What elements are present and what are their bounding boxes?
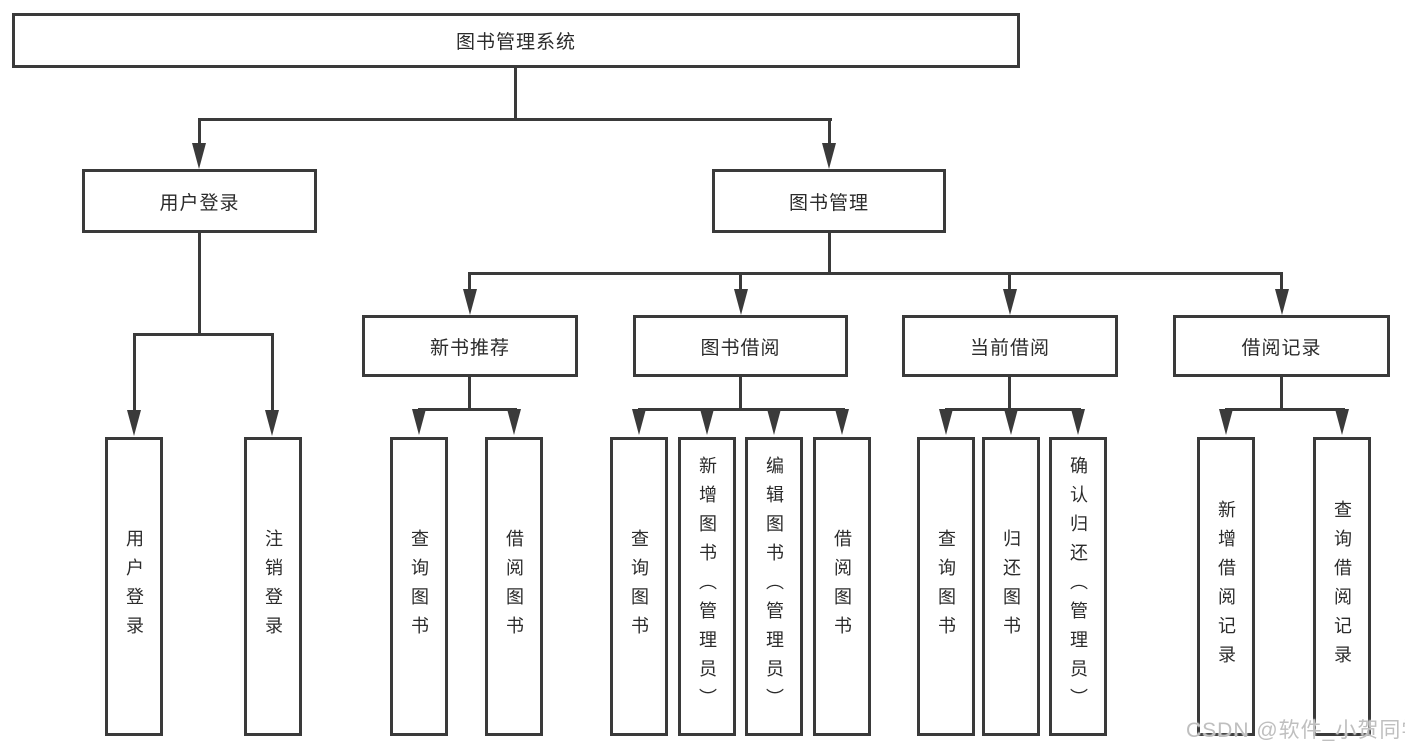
leaf-label: 查询图书 xyxy=(629,528,649,645)
leaf-borrow-books: 借阅图书 xyxy=(813,437,871,736)
connector-drop-level3 xyxy=(468,272,471,292)
arrow-down-icon xyxy=(1071,409,1085,435)
leaf-borrow-books-recommend: 借阅图书 xyxy=(485,437,543,736)
leaf-label: 用户登录 xyxy=(124,528,144,645)
node-user-login: 用户登录 xyxy=(82,169,317,233)
connector-root-stem xyxy=(514,68,517,120)
leaf-label: 编辑图书（管理员） xyxy=(764,456,784,717)
arrow-down-icon xyxy=(767,409,781,435)
arrow-down-icon xyxy=(939,409,953,435)
node-label: 图书管理 xyxy=(788,192,869,214)
connector-drop-level3 xyxy=(739,272,742,292)
leaf-label: 注销登录 xyxy=(263,528,283,645)
arrow-down-icon xyxy=(1275,289,1289,315)
connector-stem-borrow-records xyxy=(1280,377,1283,410)
leaf-add-books-admin: 新增图书（管理员） xyxy=(678,437,736,736)
leaf-logout: 注销登录 xyxy=(244,437,302,736)
connector-hline-borrow-records xyxy=(1225,408,1345,411)
leaf-label: 归还图书 xyxy=(1001,528,1021,645)
node-label: 新书推荐 xyxy=(429,337,510,359)
node-library-management-system: 图书管理系统 xyxy=(12,13,1020,68)
connector-drop-user-login xyxy=(198,118,201,147)
node-label: 当前借阅 xyxy=(969,337,1050,359)
arrow-down-icon xyxy=(822,143,836,169)
node-label: 借阅记录 xyxy=(1241,337,1322,359)
connector-stem-book-borrow xyxy=(739,377,742,410)
arrow-down-icon xyxy=(1003,289,1017,315)
connector-drop-book-management xyxy=(828,118,831,147)
csdn-watermark: CSDN @软件_小贺同学 xyxy=(1186,719,1405,742)
arrow-down-icon xyxy=(1335,409,1349,435)
connector-drop-level3 xyxy=(1280,272,1283,292)
connector-level3-hline xyxy=(469,272,1283,275)
connector-drop-leaf xyxy=(133,333,136,412)
arrow-down-icon xyxy=(1219,409,1233,435)
connector-level2-hline xyxy=(198,118,832,121)
leaf-label: 查询借阅记录 xyxy=(1332,499,1352,674)
leaf-query-books-borrow: 查询图书 xyxy=(610,437,668,736)
leaf-label: 查询图书 xyxy=(409,528,429,645)
leaf-query-borrow-record: 查询借阅记录 xyxy=(1313,437,1371,736)
arrow-down-icon xyxy=(192,143,206,169)
node-borrowing-records: 借阅记录 xyxy=(1173,315,1390,377)
leaf-user-login: 用户登录 xyxy=(105,437,163,736)
leaf-query-books-recommend: 查询图书 xyxy=(390,437,448,736)
leaf-edit-books-admin: 编辑图书（管理员） xyxy=(745,437,803,736)
connector-stem-new-book xyxy=(468,377,471,410)
node-book-management: 图书管理 xyxy=(712,169,946,233)
node-book-borrowing: 图书借阅 xyxy=(633,315,848,377)
arrow-down-icon xyxy=(1004,409,1018,435)
leaf-label: 借阅图书 xyxy=(832,528,852,645)
node-new-book-recommend: 新书推荐 xyxy=(362,315,578,377)
leaf-label: 新增借阅记录 xyxy=(1216,499,1236,674)
arrow-down-icon xyxy=(835,409,849,435)
node-label: 图书借阅 xyxy=(700,337,781,359)
connector-book-management-stem xyxy=(828,233,831,274)
arrow-down-icon xyxy=(412,409,426,435)
arrow-down-icon xyxy=(127,410,141,436)
leaf-return-books: 归还图书 xyxy=(982,437,1040,736)
arrow-down-icon xyxy=(734,289,748,315)
node-label: 图书管理系统 xyxy=(455,32,576,53)
arrow-down-icon xyxy=(507,409,521,435)
node-current-borrowing: 当前借阅 xyxy=(902,315,1118,377)
arrow-down-icon xyxy=(632,409,646,435)
connector-hline-book-borrow xyxy=(638,408,845,411)
leaf-label: 新增图书（管理员） xyxy=(697,456,717,717)
node-label: 用户登录 xyxy=(159,192,240,214)
connector-stem-current-borrow xyxy=(1008,377,1011,410)
leaf-confirm-return-admin: 确认归还（管理员） xyxy=(1049,437,1107,736)
arrow-down-icon xyxy=(265,410,279,436)
arrow-down-icon xyxy=(700,409,714,435)
leaf-add-borrow-record: 新增借阅记录 xyxy=(1197,437,1255,736)
leaf-query-books-current: 查询图书 xyxy=(917,437,975,736)
leaf-label: 查询图书 xyxy=(936,528,956,645)
leaf-label: 借阅图书 xyxy=(504,528,524,645)
connector-drop-leaf xyxy=(271,333,274,412)
connector-user-login-hline xyxy=(133,333,274,336)
arrow-down-icon xyxy=(463,289,477,315)
leaf-label: 确认归还（管理员） xyxy=(1068,456,1088,717)
connector-hline-new-book xyxy=(418,408,517,411)
connector-drop-level3 xyxy=(1008,272,1011,292)
connector-user-login-stem xyxy=(198,233,201,335)
